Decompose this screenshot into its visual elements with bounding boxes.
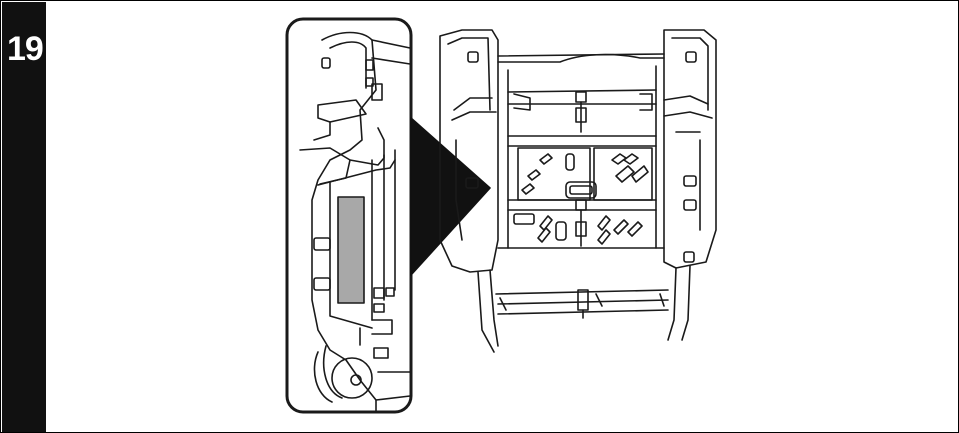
- pointer-arrow: [410, 117, 491, 276]
- main-view: [439, 29, 717, 353]
- bottom-pin: [575, 199, 587, 211]
- step-number: 19: [7, 30, 44, 68]
- left-side-rail: [439, 29, 499, 273]
- top-pin: [575, 91, 587, 103]
- step-sidebar: 19: [2, 2, 46, 432]
- bottom-crossbar: [495, 289, 669, 295]
- detail-view: [285, 17, 413, 414]
- right-side-rail: [663, 29, 717, 269]
- highlight-label-area: [337, 196, 365, 304]
- detail-view-contents: [299, 31, 411, 412]
- seat-top-edge: [497, 53, 665, 57]
- center-handle: [565, 181, 597, 199]
